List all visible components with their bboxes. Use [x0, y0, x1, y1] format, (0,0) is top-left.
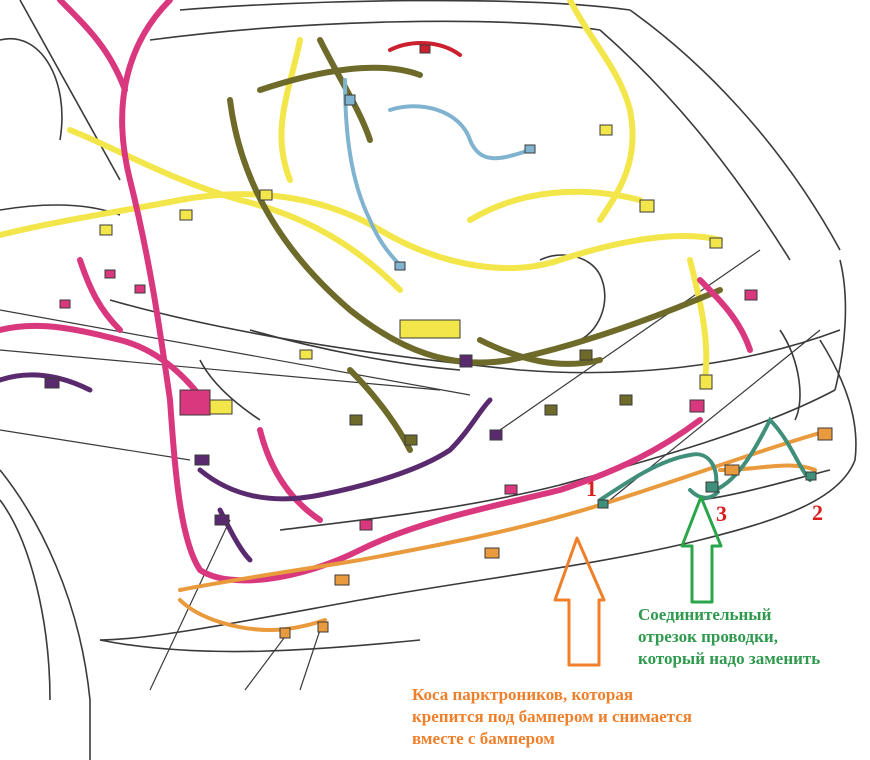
wire-harness-purple	[0, 372, 493, 563]
marker-1-label: 1	[586, 476, 597, 501]
orange-note-line-3: вместе с бампером	[412, 729, 555, 748]
wire-harness-red	[388, 41, 462, 57]
marker-3-label: 3	[716, 501, 727, 526]
wire-harness-orange	[178, 428, 832, 633]
green-note-line-3: который надо заменить	[638, 649, 821, 668]
replacement-segment-note: Соединительный отрезок проводки, который…	[638, 604, 868, 670]
orange-up-arrow	[553, 536, 606, 667]
green-note-line-1: Соединительный	[638, 605, 772, 624]
marker-2-label: 2	[812, 500, 823, 525]
wire-harness-blue	[343, 78, 532, 267]
green-up-arrow	[680, 495, 723, 604]
orange-note-line-1: Коса парктроников, которая	[412, 685, 634, 704]
wire-harness-yellow	[0, 0, 723, 383]
green-note-line-2: отрезок проводки,	[638, 627, 778, 646]
orange-note-line-2: крепится под бампером и снимается	[412, 707, 692, 726]
leader-lines	[0, 249, 821, 691]
parking-sensor-harness-note: Коса парктроников, которая крепится под …	[412, 684, 772, 750]
wire-harness-magenta	[0, 0, 753, 584]
wire-harness-olive	[227, 37, 723, 453]
connectors	[44, 44, 833, 639]
